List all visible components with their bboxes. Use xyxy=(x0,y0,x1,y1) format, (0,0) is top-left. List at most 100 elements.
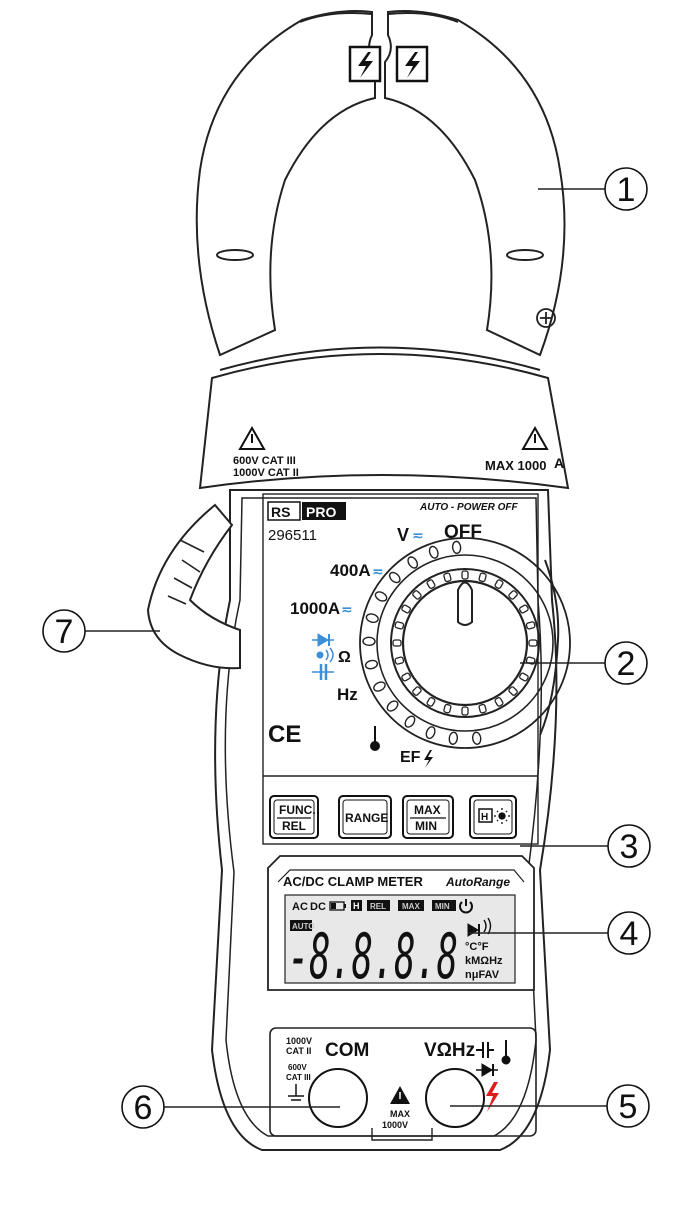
jaw-cat-rating-1: 600V CAT III xyxy=(233,455,296,467)
lcd-autorange: AutoRange xyxy=(445,875,510,889)
lcd-dc-indicator: DC xyxy=(310,901,326,913)
svg-text:5: 5 xyxy=(619,1088,638,1126)
lcd-capacitance-units: nμFAV xyxy=(465,969,500,981)
lcd-auto-indicator: AUTO xyxy=(292,922,315,931)
svg-text:4: 4 xyxy=(620,915,639,953)
dial-voltage-label: V xyxy=(397,525,409,545)
max-voltage-value: 1000V xyxy=(382,1120,408,1130)
jaw-max-unit: A xyxy=(554,455,564,471)
high-voltage-symbol-right-icon xyxy=(395,45,429,83)
range-button[interactable]: RANGE xyxy=(338,795,392,839)
battery-icon xyxy=(329,901,346,911)
func-label: FUNC. xyxy=(279,803,316,817)
thermometer-icon xyxy=(370,726,380,751)
dial-grip-rib xyxy=(478,572,487,583)
brand-rs-box xyxy=(267,501,301,521)
dial-grip-rib xyxy=(394,656,405,665)
dial-grip-rib xyxy=(392,639,402,647)
dial-grip-rib xyxy=(401,672,411,682)
auto-power-off-label: AUTO - POWER OFF xyxy=(419,502,518,513)
lcd-min-box xyxy=(432,900,456,911)
callout-leader-lines xyxy=(85,188,608,1108)
callout-1: 1 xyxy=(604,167,648,211)
ce-mark: CE xyxy=(268,721,301,748)
model-number: 296511 xyxy=(268,527,317,544)
brand-rs-text: RS xyxy=(271,504,290,520)
dial-grip-rib xyxy=(443,572,452,583)
dial-grip-rib xyxy=(412,590,422,600)
dial-position-dot xyxy=(407,556,419,569)
jaw-screw-icon xyxy=(536,308,556,328)
dial-grip-rib xyxy=(461,706,469,716)
callout-4: 4 xyxy=(607,911,651,955)
dial-grip-rib xyxy=(443,703,452,714)
diode-continuity-capacitance-icons xyxy=(312,633,334,680)
dial-ohm-label: Ω xyxy=(338,649,351,666)
callout-6: 6 xyxy=(121,1085,165,1129)
dial-grip-rib xyxy=(508,590,518,600)
jaw-cat-rating-2: 1000V CAT II xyxy=(233,467,299,479)
lcd-diode-continuity-icon xyxy=(467,917,492,937)
dial-position-dot xyxy=(425,726,436,740)
dial-position-dot xyxy=(448,731,459,745)
lcd-display xyxy=(267,855,535,991)
hold-backlight-button[interactable]: H xyxy=(469,795,517,839)
callout-7: 7 xyxy=(42,609,86,653)
dial-position-markers xyxy=(362,540,538,745)
lcd-max-indicator: MAX xyxy=(402,902,420,911)
high-voltage-symbol-left-icon xyxy=(348,45,382,83)
brand-pro-box xyxy=(302,502,346,520)
ground-icon xyxy=(288,1084,304,1101)
dial-grip-rib xyxy=(519,672,529,682)
danger-voltage-icon xyxy=(486,1082,499,1112)
callout-3: 3 xyxy=(607,824,651,868)
com-label: COM xyxy=(325,1040,369,1061)
backlight-sun-icon xyxy=(494,808,510,824)
lcd-ac-indicator: AC xyxy=(292,901,308,913)
lcd-hold-box xyxy=(351,900,362,911)
lcd-auto-box xyxy=(290,920,312,931)
dial-grip-rib xyxy=(508,686,518,696)
com-input-jack[interactable] xyxy=(308,1068,368,1128)
diode-small-icon xyxy=(476,1063,498,1077)
func-rel-button[interactable]: FUNC. REL xyxy=(269,795,319,839)
dial-1000a-label: 1000A xyxy=(290,599,340,618)
max-voltage-warning-icon xyxy=(390,1086,410,1104)
svg-text:2: 2 xyxy=(617,645,636,683)
lcd-temp-units: °C°F xyxy=(465,941,489,953)
max-min-button[interactable]: MAX MIN xyxy=(402,795,454,839)
com-cat-rating-1b: CAT II xyxy=(286,1046,311,1056)
ac-dc-symbol-icon: ≂ xyxy=(412,528,424,544)
hold-icon-text: H xyxy=(481,812,488,823)
dial-ef-label: EF xyxy=(400,749,421,766)
dial-position-dot xyxy=(451,540,462,555)
lcd-hold-indicator: H xyxy=(353,901,360,911)
callout-2: 2 xyxy=(604,641,648,685)
brand-pro-text: PRO xyxy=(306,504,336,520)
thermometer-small-icon xyxy=(501,1040,511,1065)
dial-grip-rib xyxy=(494,579,504,589)
rel-label: REL xyxy=(282,819,306,833)
ac-dc-symbol-icon: ≂ xyxy=(372,564,384,580)
dial-grip-rib xyxy=(494,697,504,707)
com-cat-rating-2b: CAT III xyxy=(286,1073,311,1082)
dial-grip-rib xyxy=(528,639,538,647)
dial-grip-rib xyxy=(461,570,469,580)
callout-5: 5 xyxy=(606,1084,650,1128)
dial-grip-rib xyxy=(525,621,536,630)
range-label: RANGE xyxy=(345,811,388,825)
lightning-icon xyxy=(424,750,433,768)
terminal-panel xyxy=(269,1027,537,1141)
rotary-selector-dial[interactable] xyxy=(359,537,571,749)
v-ohm-hz-label: VΩHz xyxy=(424,1040,475,1061)
svg-text:7: 7 xyxy=(55,613,74,651)
auto-power-off-icon xyxy=(459,899,473,914)
jaw-max-current: MAX 1000 xyxy=(485,458,546,473)
v-ohm-input-jack[interactable] xyxy=(425,1068,485,1128)
min-label: MIN xyxy=(415,819,437,833)
dial-hz-label: Hz xyxy=(337,685,358,704)
dial-position-dot xyxy=(386,700,399,712)
lcd-rel-indicator: REL xyxy=(370,902,386,911)
dial-position-dot xyxy=(373,681,386,692)
dial-grip-rib xyxy=(426,697,436,707)
